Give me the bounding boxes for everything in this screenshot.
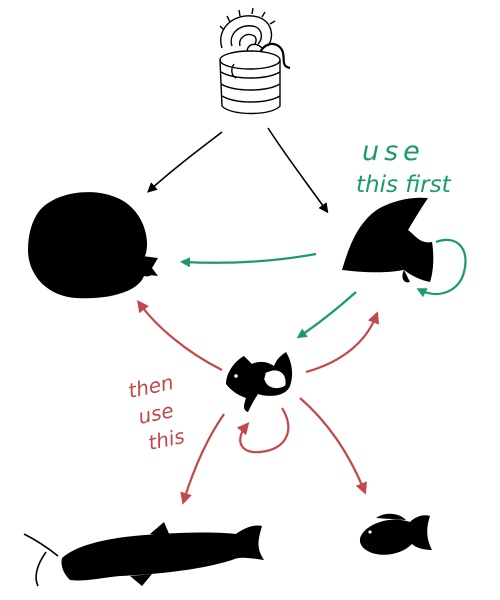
arrow-can-to-angelfish: [267, 127, 329, 214]
catfish-icon: [23, 522, 265, 587]
arrow-angelfish-to-goldfish: [296, 291, 357, 339]
arrow-goldfish-self-loop: [236, 407, 290, 454]
worm-can-icon: [219, 7, 291, 115]
small-fish-icon: [359, 513, 432, 555]
arrow-angelfish-to-pufferfish: [180, 252, 317, 268]
then-use-this-annotation: then use this: [126, 370, 187, 455]
red-label-line3: this: [146, 424, 187, 455]
pufferfish-icon: [28, 192, 158, 299]
green-label-line2: this first: [356, 172, 452, 198]
arrow-angelfish-self-loop: [416, 238, 467, 298]
arrow-goldfish-to-small-fish: [299, 397, 367, 495]
arrow-goldfish-to-catfish: [180, 413, 225, 505]
arrow-goldfish-to-pufferfish: [137, 299, 223, 371]
arrow-goldfish-to-angelfish: [305, 311, 380, 374]
arrow-can-to-pufferfish: [147, 131, 223, 193]
green-label-line1: use: [362, 136, 425, 167]
angelfish-icon: [342, 197, 434, 283]
use-this-first-annotation: use this first: [356, 136, 452, 198]
red-label-line2: use: [136, 398, 176, 429]
goldfish-icon: [226, 352, 293, 412]
